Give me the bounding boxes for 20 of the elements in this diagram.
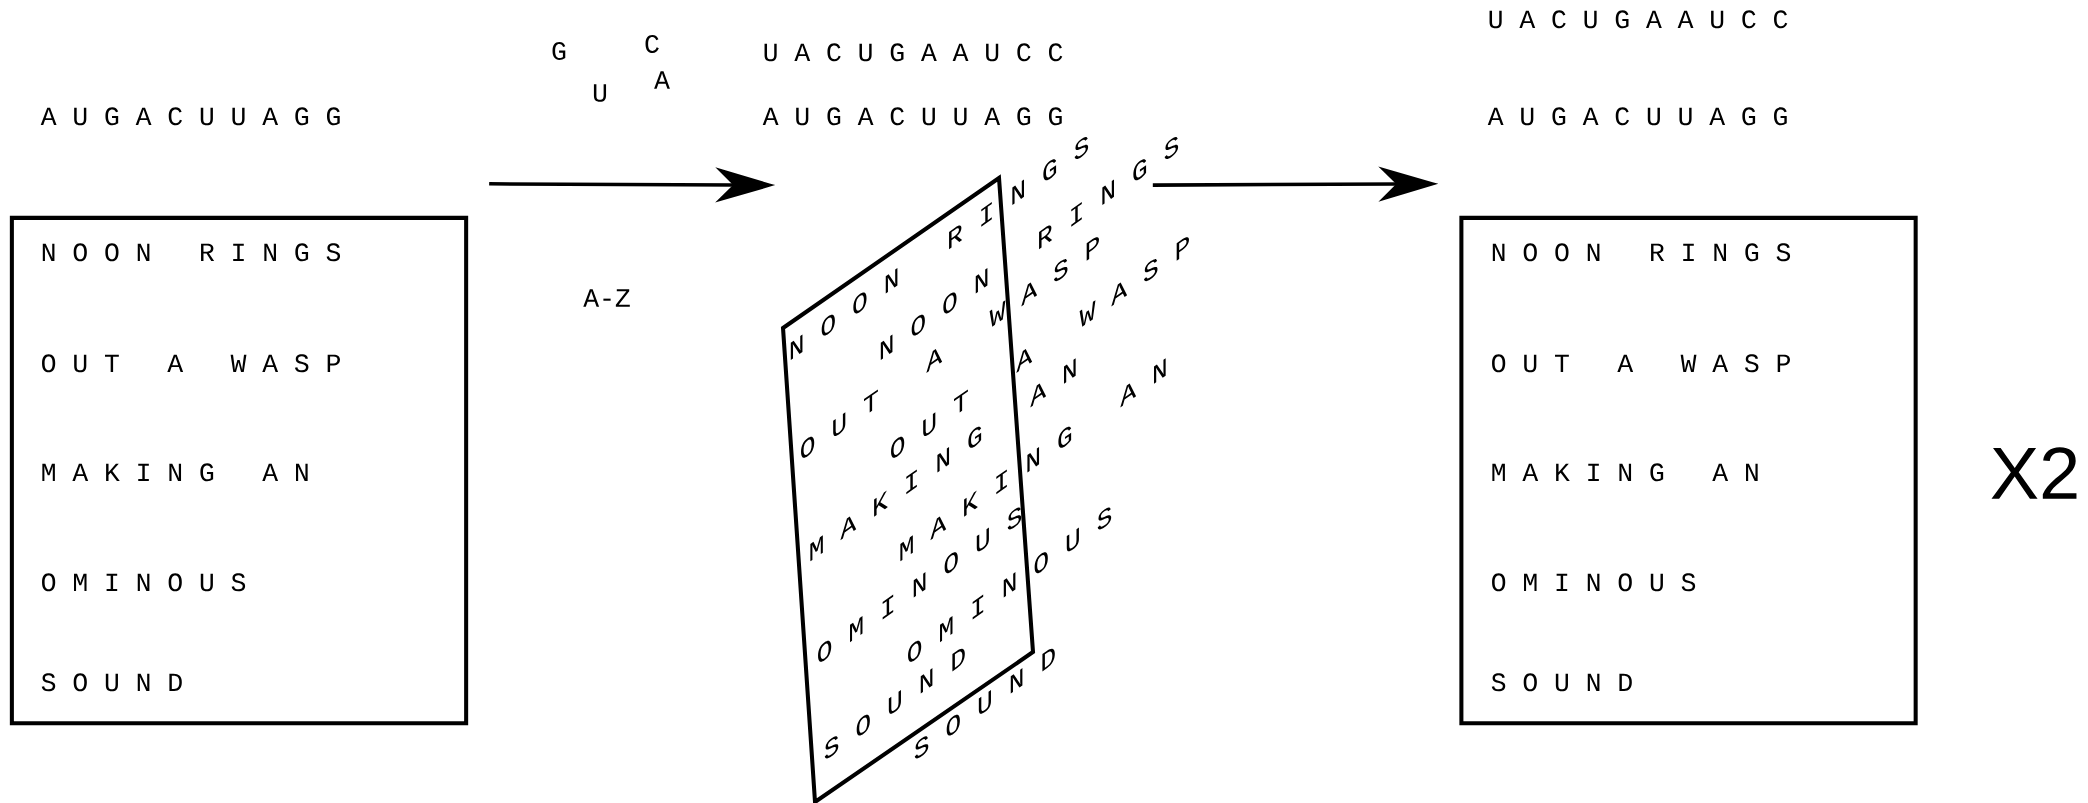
letter-label: U	[593, 84, 607, 102]
letter-label: C	[645, 35, 659, 53]
letter-label: A-Z	[583, 289, 630, 307]
letter-label: G	[552, 42, 566, 60]
box-text: N O O N R I N G S	[42, 243, 341, 262]
box-text: O U T A W A S P	[42, 354, 340, 373]
sequence-text: U A C U G A A U C C	[1489, 10, 1788, 29]
sequence-text: A U G A C U U A G G	[40, 107, 340, 126]
box-text: O U T A W A S P	[1492, 354, 1790, 373]
box-text: S O U N D	[41, 673, 182, 692]
sequence-text: A U G A C U U A G G	[1487, 107, 1787, 126]
box-text: O M I N O U S	[42, 573, 246, 592]
multiplier-label: X2	[1991, 447, 2077, 499]
box-text: S O U N D	[1491, 673, 1632, 692]
box-text: M A K I N G A N	[42, 463, 308, 482]
box-text: M A K I N G A N	[1492, 463, 1758, 482]
box-text: O M I N O U S	[1492, 573, 1696, 592]
sequence-text: U A C U G A A U C C	[764, 43, 1063, 62]
letter-label: A	[654, 71, 670, 89]
box-text: N O O N R I N G S	[1492, 243, 1791, 262]
